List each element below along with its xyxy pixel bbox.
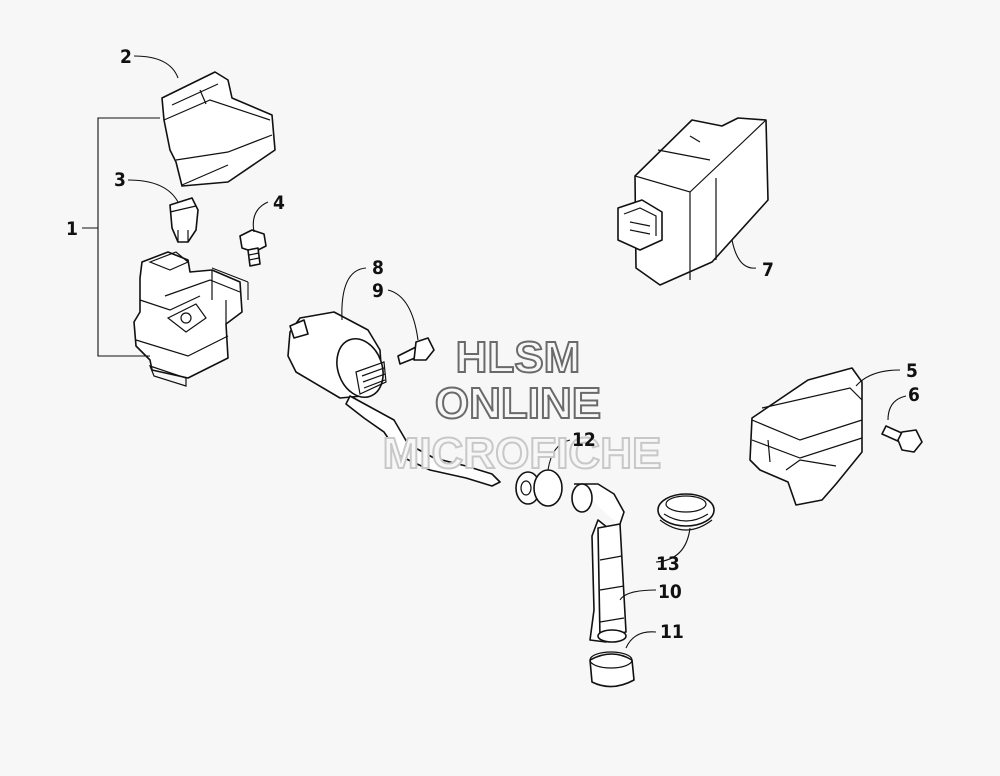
part-2-relay-cover bbox=[161, 71, 276, 187]
part-7-cdi-module bbox=[617, 117, 769, 286]
callout-6: 6 bbox=[908, 384, 920, 406]
part-8-ignition-coil bbox=[287, 311, 501, 487]
callout-12: 12 bbox=[572, 429, 596, 451]
callout-11: 11 bbox=[660, 621, 684, 643]
callout-4: 4 bbox=[273, 192, 285, 214]
part-11-cap bbox=[589, 651, 635, 688]
part-6-bolt bbox=[881, 425, 923, 453]
part-12-boot bbox=[515, 469, 563, 507]
watermark-line-2: ONLINE bbox=[435, 379, 601, 428]
part-1-relay-assembly bbox=[133, 251, 243, 387]
part-10-plug-cap bbox=[571, 483, 627, 643]
callout-2: 2 bbox=[120, 46, 132, 68]
part-9-bolt bbox=[397, 337, 435, 365]
callout-10: 10 bbox=[658, 581, 682, 603]
callout-9: 9 bbox=[372, 280, 384, 302]
watermark-line-1: HLSM bbox=[456, 333, 581, 382]
callout-1-bracket bbox=[82, 117, 160, 357]
watermark: HLSM ONLINE MICROFICHE bbox=[382, 332, 663, 479]
callout-7: 7 bbox=[762, 259, 774, 281]
part-5-regulator bbox=[749, 367, 863, 506]
part-13-grommet bbox=[657, 493, 715, 531]
callout-13: 13 bbox=[656, 553, 680, 575]
part-3-fuse bbox=[169, 197, 199, 243]
callouts: 1 2 3 4 5 6 7 8 9 10 11 12 13 bbox=[66, 46, 920, 643]
watermark-line-3: MICROFICHE bbox=[383, 429, 662, 478]
part-4-bolt bbox=[239, 229, 267, 267]
callout-5: 5 bbox=[906, 360, 918, 382]
callout-8: 8 bbox=[372, 257, 384, 279]
leader-lines bbox=[127, 55, 907, 649]
callout-1: 1 bbox=[66, 218, 78, 240]
callout-3: 3 bbox=[114, 169, 126, 191]
